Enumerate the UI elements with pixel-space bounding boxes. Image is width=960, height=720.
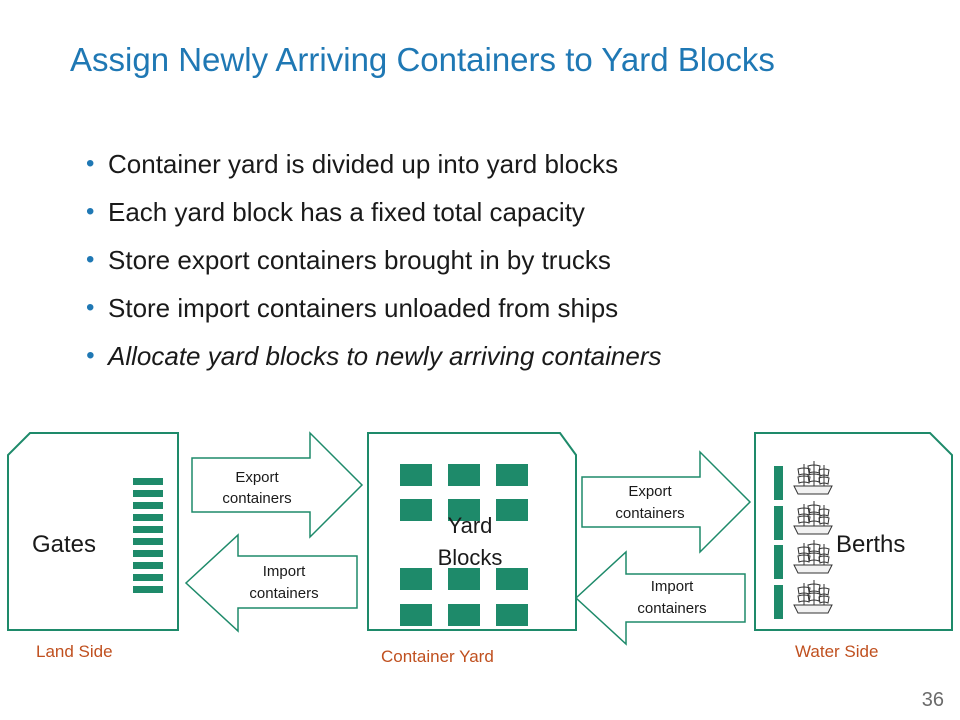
export-label-left-line1: Export bbox=[235, 469, 279, 486]
yard-label-line2: Blocks bbox=[438, 545, 503, 570]
bullet-item: Store import containers unloaded from sh… bbox=[86, 284, 936, 332]
bullet-item: Container yard is divided up into yard b… bbox=[86, 140, 936, 188]
water-side-caption: Water Side bbox=[795, 642, 878, 661]
import-label-left-line2: containers bbox=[249, 585, 318, 602]
export-arrow-right bbox=[581, 450, 752, 554]
page-number: 36 bbox=[921, 689, 944, 711]
berths-label: Berths bbox=[836, 531, 905, 558]
ship-icon-group bbox=[793, 461, 833, 614]
land-side-caption: Land Side bbox=[36, 642, 113, 661]
import-arrow-left bbox=[184, 533, 358, 633]
berth-bars bbox=[774, 466, 783, 619]
bullet-list: Container yard is divided up into yard b… bbox=[86, 140, 936, 380]
gates-label: Gates bbox=[32, 531, 96, 558]
export-arrow-left bbox=[191, 431, 364, 539]
yard-blocks bbox=[400, 464, 528, 626]
bullet-item-italic: Allocate yard blocks to newly arriving c… bbox=[86, 332, 936, 380]
ship-icon bbox=[793, 580, 833, 614]
export-label-left-line2: containers bbox=[222, 490, 291, 507]
ship-icon bbox=[793, 501, 833, 535]
yard-label-line1: Yard bbox=[448, 513, 493, 538]
import-label-left-line1: Import bbox=[263, 563, 306, 580]
ship-icon bbox=[793, 540, 833, 574]
export-label-right-line1: Export bbox=[628, 483, 672, 500]
bullet-item: Store export containers brought in by tr… bbox=[86, 236, 936, 284]
slide-title: Assign Newly Arriving Containers to Yard… bbox=[70, 41, 775, 78]
import-label-right-line2: containers bbox=[637, 600, 706, 617]
import-label-right-line1: Import bbox=[651, 578, 694, 595]
bullet-item: Each yard block has a fixed total capaci… bbox=[86, 188, 936, 236]
gate-lanes bbox=[133, 478, 163, 593]
export-label-right-line2: containers bbox=[615, 505, 684, 522]
import-arrow-right bbox=[574, 550, 746, 646]
ship-icon bbox=[793, 461, 833, 495]
container-yard-caption: Container Yard bbox=[381, 647, 494, 666]
